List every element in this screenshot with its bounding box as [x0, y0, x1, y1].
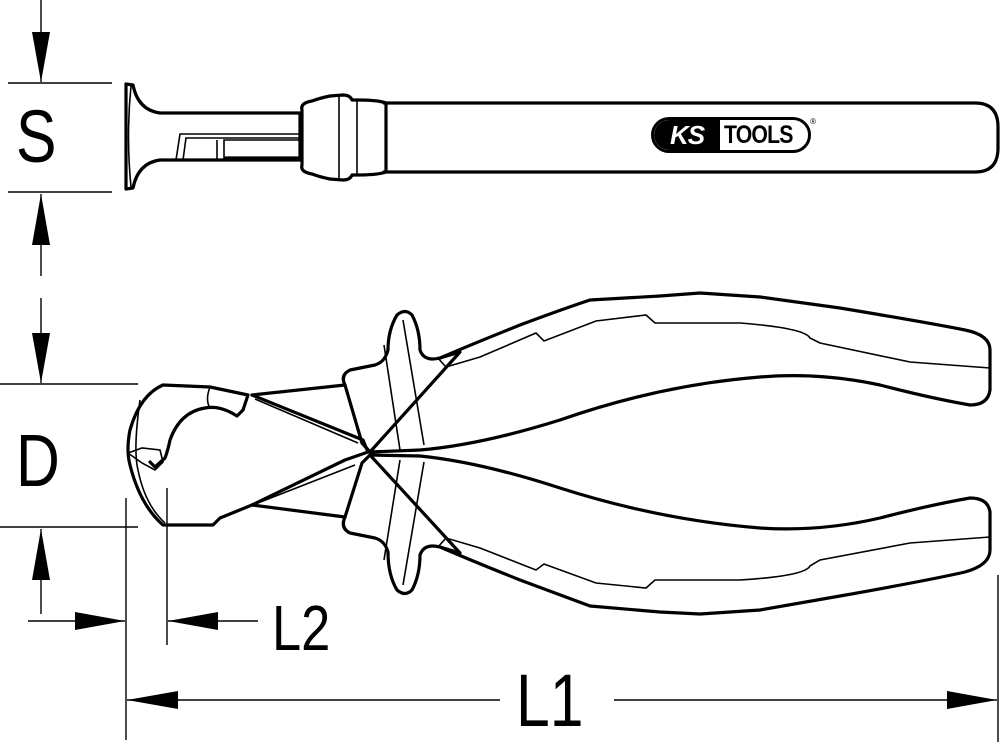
dimension-label-l1: L1 — [516, 659, 584, 742]
dimension-label-l2: L2 — [272, 592, 331, 664]
pliers-top-view — [124, 82, 1000, 191]
brand-logo-badge: KS TOOLS — [651, 117, 811, 153]
registered-mark: ® — [810, 117, 816, 126]
brand-logo: KS TOOLS ® — [651, 117, 816, 155]
brand-logo-prefix: KS — [654, 120, 720, 150]
dimension-l2 — [28, 488, 258, 740]
pliers-side-view — [126, 291, 992, 616]
dimension-d — [0, 298, 138, 614]
dimension-label-s: S — [16, 95, 57, 178]
brand-logo-suffix: TOOLS — [724, 121, 793, 149]
dimension-s — [8, 0, 112, 276]
dimension-l1 — [127, 575, 999, 742]
dimension-label-d: D — [16, 419, 60, 502]
